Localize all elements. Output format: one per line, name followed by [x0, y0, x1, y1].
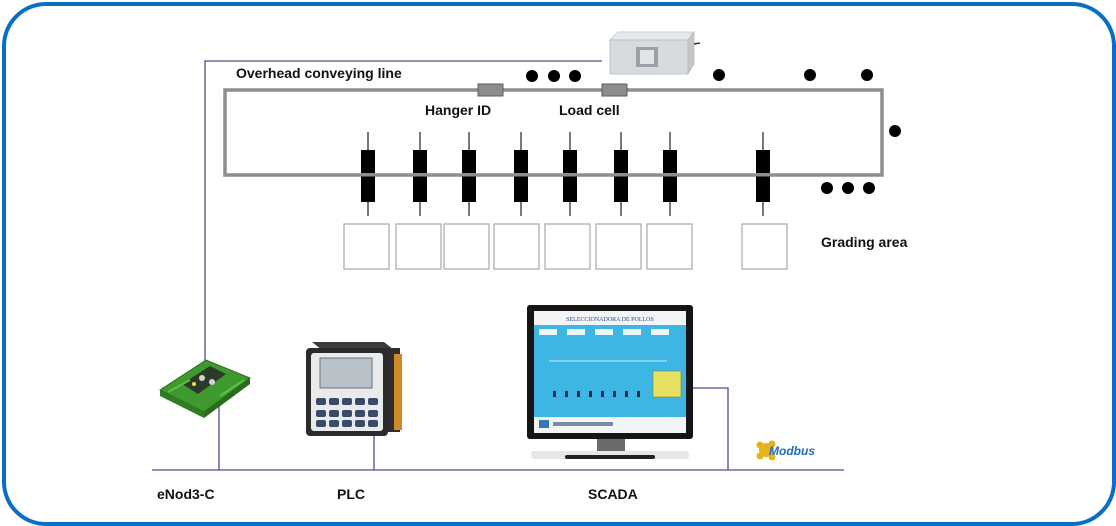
plc-label: PLC [337, 486, 365, 502]
hanger-rail-crossing [756, 173, 770, 177]
hanger-rail-crossing [413, 173, 427, 177]
hanger-id-label: Hanger ID [425, 102, 492, 118]
enod-to-loadcell-cable [204, 60, 602, 368]
product-dots [526, 69, 901, 194]
grading-box[interactable] [493, 223, 540, 270]
product-dot [842, 182, 854, 194]
grading-box[interactable] [343, 223, 390, 270]
conveying-line-label: Overhead conveying line [236, 65, 402, 81]
product-dot [863, 182, 875, 194]
scada-monitor-image[interactable]: SELECCIONADORA DE POLLOS [527, 305, 693, 459]
product-dot [804, 69, 816, 81]
hanger-rail-crossing [514, 173, 528, 177]
load-cell-label: Load cell [559, 102, 620, 118]
grading-box[interactable] [544, 223, 591, 270]
hanger-rail-crossing [462, 173, 476, 177]
load-cell-sensor[interactable] [601, 83, 628, 97]
hanger-id-sensor[interactable] [477, 83, 504, 97]
modbus-logo: Modbus [756, 440, 815, 461]
grading-box[interactable] [646, 223, 693, 270]
grading-box[interactable] [595, 223, 642, 270]
grading-box[interactable] [443, 223, 490, 270]
product-dot [526, 70, 538, 82]
hanger-rail-crossing [663, 173, 677, 177]
plc-device-image[interactable] [306, 342, 402, 436]
product-dot [548, 70, 560, 82]
product-dot [569, 70, 581, 82]
load-cell-image [609, 31, 701, 76]
modbus-logo-text: Modbus [769, 444, 815, 458]
scada-screen-title: SELECCIONADORA DE POLLOS [566, 317, 654, 323]
hanger-rail-crossing [361, 173, 375, 177]
grading-area-label: Grading area [821, 234, 908, 250]
hanger-rail-crossing [563, 173, 577, 177]
product-dot [889, 125, 901, 137]
grading-box[interactable] [741, 223, 788, 270]
grading-box[interactable] [395, 223, 442, 270]
product-dot [861, 69, 873, 81]
product-dot [821, 182, 833, 194]
product-dot [713, 69, 725, 81]
scada-drop [690, 387, 729, 470]
enod3c-device-image[interactable] [158, 359, 252, 418]
hanger-rail-crossing [614, 173, 628, 177]
grading-stations [343, 132, 788, 270]
enod3c-label: eNod3-C [157, 486, 215, 502]
scada-label: SCADA [588, 486, 638, 502]
conveyor-loop [223, 88, 884, 177]
